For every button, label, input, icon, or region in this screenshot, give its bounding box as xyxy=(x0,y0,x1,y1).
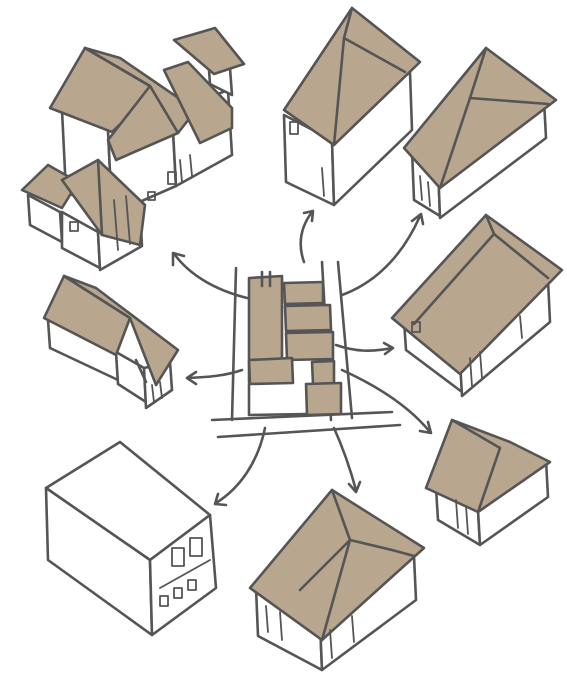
house-bottom-center xyxy=(250,490,424,670)
arrow-to-lower-left xyxy=(215,428,265,505)
arrow-to-lower-right xyxy=(342,370,431,433)
arrow-to-top-right xyxy=(342,214,423,295)
arrow-to-top-center xyxy=(301,211,313,262)
house-right xyxy=(392,215,562,396)
house-top-right xyxy=(404,48,556,218)
house-top-center xyxy=(284,8,420,205)
arrow-to-bottom-center xyxy=(334,428,360,492)
lot-parcels xyxy=(249,272,341,415)
house-left xyxy=(44,276,178,408)
house-top-left-complex xyxy=(22,28,244,270)
house-lower-left xyxy=(46,442,216,635)
house-lower-right xyxy=(426,420,550,545)
